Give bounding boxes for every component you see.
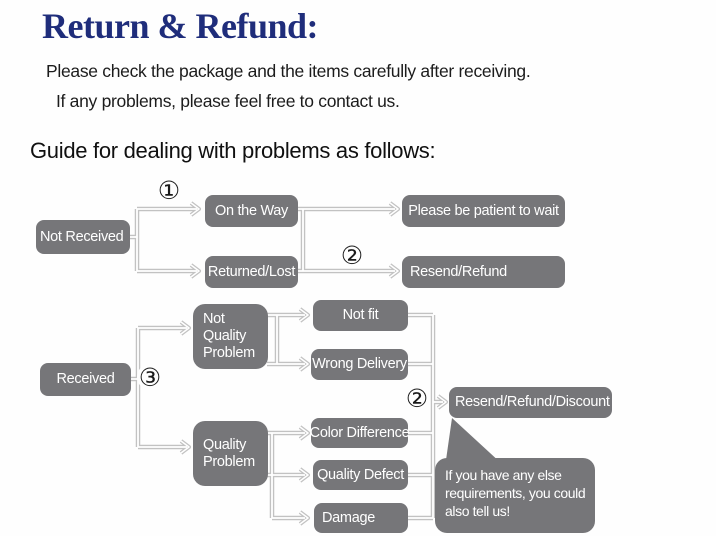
node-resend-refund: Resend/Refund [402, 256, 565, 288]
node-resend-refund-discount: Resend/Refund/Discount [449, 387, 612, 418]
step-marker-1: ① [156, 175, 182, 205]
step-marker-2-top: ② [339, 240, 365, 270]
callout-line-2: requirements, you could [445, 485, 586, 502]
node-not-received: Not Received [36, 220, 130, 254]
node-returned-lost: Returned/Lost [205, 256, 298, 288]
callout-line-3: also tell us! [445, 503, 510, 520]
node-damage: Damage [314, 503, 408, 533]
node-please-be-patient: Please be patient to wait [402, 195, 565, 227]
intro-line-2: If any problems, please feel free to con… [56, 91, 400, 111]
callout-bubble: If you have any else requirements, you c… [435, 458, 595, 533]
node-wrong-delivery: Wrong Delivery [311, 349, 408, 380]
node-not-fit: Not fit [313, 300, 408, 331]
intro-line-1: Please check the package and the items c… [46, 61, 531, 81]
callout-line-1: If you have any else [445, 467, 562, 483]
node-not-quality-problem: Not Quality Problem [193, 304, 268, 369]
node-on-the-way: On the Way [205, 195, 298, 227]
node-quality-problem: Quality Problem [193, 421, 268, 486]
page-title: Return & Refund: [42, 6, 319, 46]
node-quality-defect: Quality Defect [313, 460, 408, 490]
arrowheads-highlight [180, 202, 447, 525]
guide-heading: Guide for dealing with problems as follo… [30, 138, 436, 163]
step-marker-2-bottom: ② [404, 383, 430, 413]
node-received: Received [40, 363, 131, 396]
node-color-difference: Color Difference [310, 418, 410, 448]
step-marker-3: ③ [137, 362, 163, 392]
